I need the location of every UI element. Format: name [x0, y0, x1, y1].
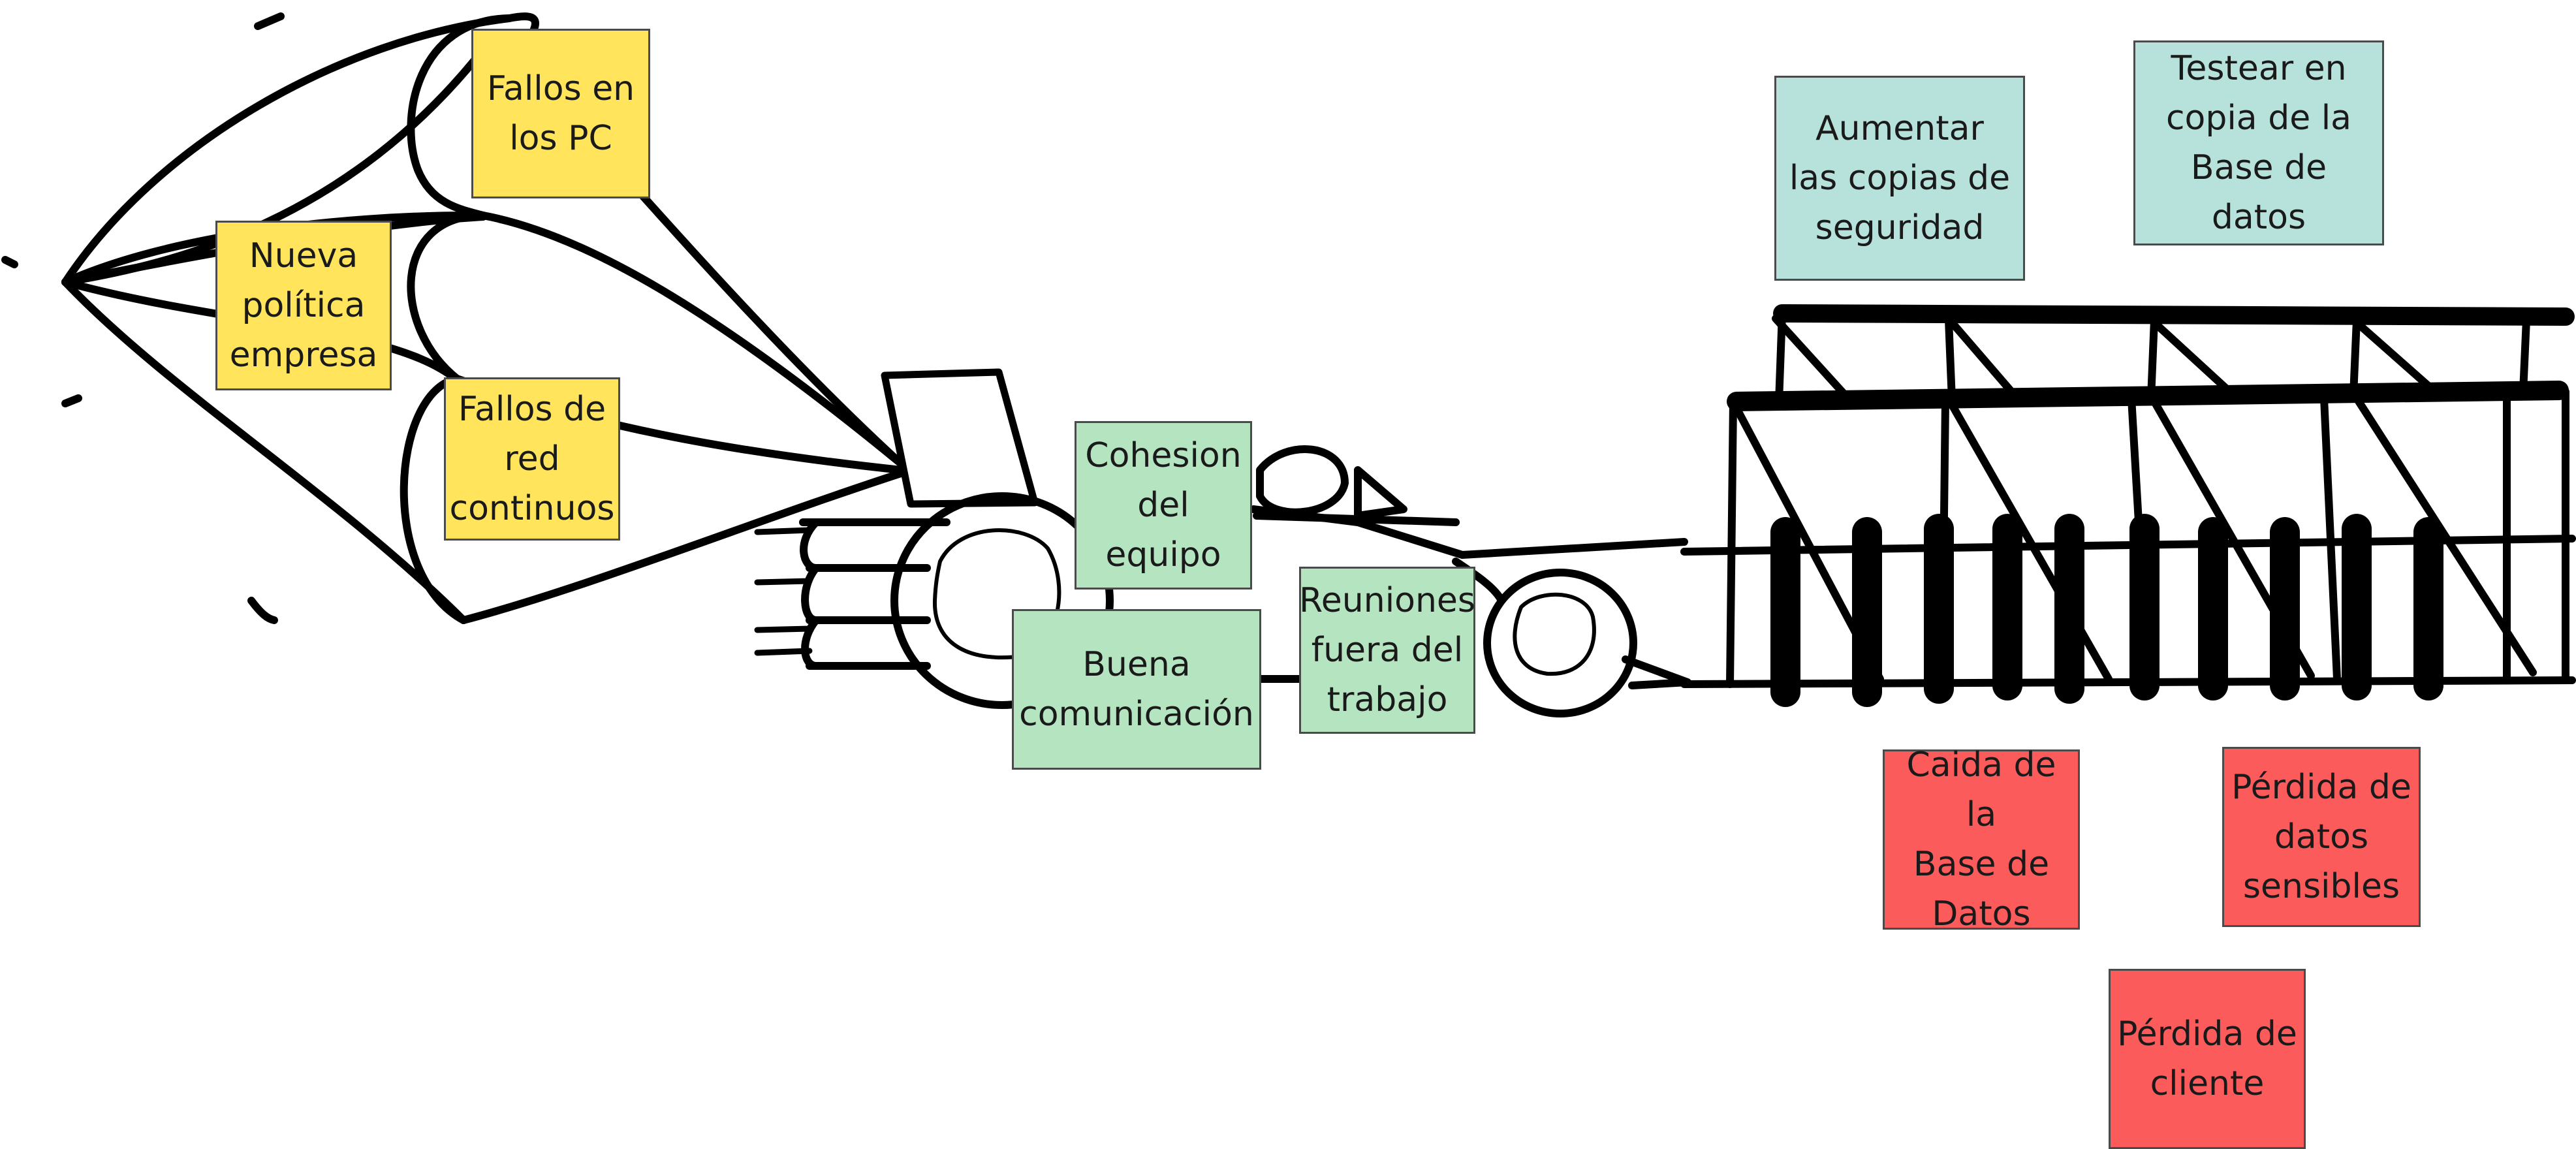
- sticky-note-buena-comunicacion[interactable]: Buena comunicación: [1012, 609, 1261, 770]
- sticky-note-aumentar-copias[interactable]: Aumentar las copias de seguridad: [1774, 76, 2025, 281]
- sticky-note-cohesion[interactable]: Cohesion del equipo: [1075, 421, 1252, 590]
- sticky-note-reuniones[interactable]: Reuniones fuera del trabajo: [1299, 567, 1475, 734]
- sticky-note-caida-bd[interactable]: Caida de la Base de Datos: [1883, 746, 2080, 934]
- sticky-note-testear-copia[interactable]: Testear en copia de la Base de datos: [2133, 40, 2384, 245]
- sticky-note-fallos-red[interactable]: Fallos de red continuos: [444, 377, 620, 541]
- race-car-icon: [754, 368, 1691, 717]
- parachute-icon: [1, 12, 905, 624]
- sticky-note-perdida-cliente[interactable]: Pérdida de cliente: [2109, 969, 2306, 1149]
- sticky-note-perdida-datos[interactable]: Pérdida de datos sensibles: [2222, 747, 2421, 927]
- sticky-note-nueva-politica[interactable]: Nueva política empresa: [215, 221, 392, 390]
- bridge-icon: [1680, 304, 2576, 707]
- sticky-note-fallos-pc[interactable]: Fallos en los PC: [471, 29, 650, 198]
